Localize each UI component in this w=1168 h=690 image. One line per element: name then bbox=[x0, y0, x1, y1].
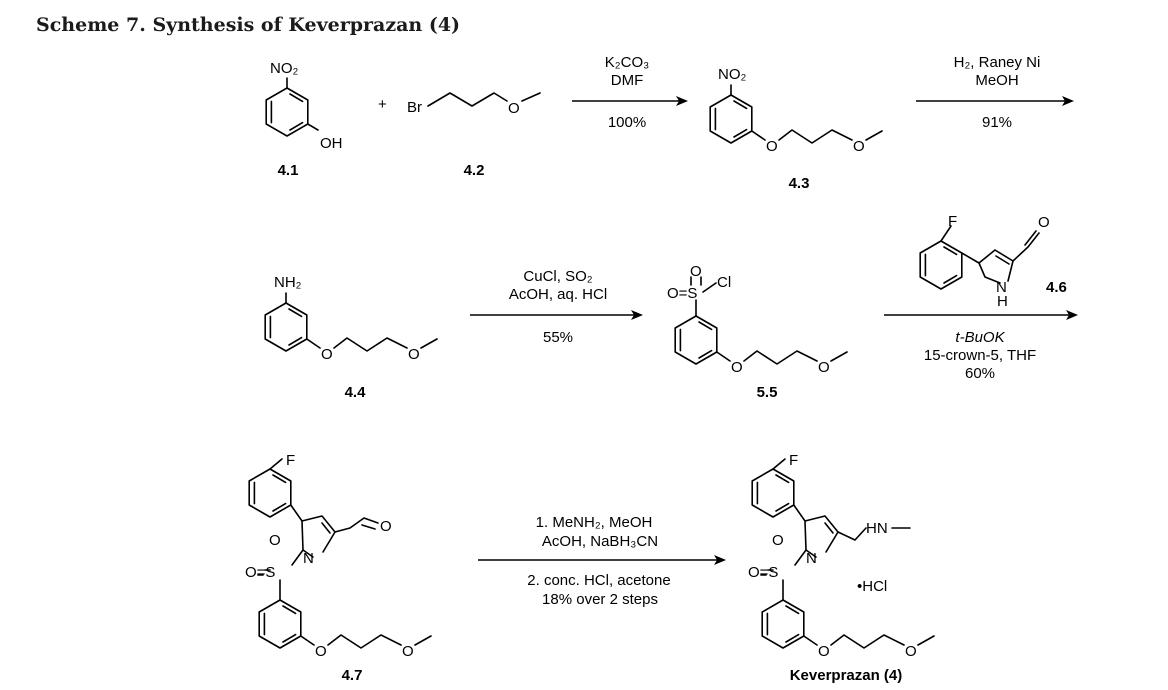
atom-nh: HN bbox=[866, 520, 888, 537]
atom-f: F bbox=[948, 213, 957, 230]
hcl-salt-label: •HCl bbox=[857, 578, 887, 595]
atom-o: O bbox=[402, 643, 414, 660]
atom-o: O bbox=[380, 518, 392, 535]
atom-oh: OH bbox=[320, 135, 343, 152]
atom-nh2: NH₂ bbox=[274, 274, 302, 291]
atom-o: O bbox=[1038, 214, 1050, 231]
condition-solvent: DMF bbox=[611, 72, 644, 89]
atom-o: O bbox=[772, 532, 784, 549]
compound-4-7: F O N O O=S O O 4.7 bbox=[245, 452, 432, 684]
atom-n: N bbox=[806, 550, 817, 567]
compound-4-1: NO₂ OH 4.1 bbox=[265, 60, 343, 179]
reaction-arrow-2: H₂, Raney Ni MeOH 91% bbox=[916, 54, 1074, 131]
compound-4-6: F O N H 4.6 bbox=[919, 213, 1067, 310]
condition-solvent: 15-crown-5, THF bbox=[924, 347, 1036, 364]
condition-yield: 91% bbox=[982, 114, 1012, 131]
compound-label-4-3: 4.3 bbox=[789, 175, 810, 192]
atom-o: O bbox=[408, 346, 420, 363]
compound-label-4-4: 4.4 bbox=[345, 384, 367, 401]
atom-o: O bbox=[818, 643, 830, 660]
condition-step-2: 2. conc. HCl, acetone bbox=[527, 572, 670, 589]
condition-reagent: K₂CO₃ bbox=[605, 54, 649, 71]
condition-yield: 18% over 2 steps bbox=[542, 591, 658, 608]
atom-n: N bbox=[303, 550, 314, 567]
reaction-arrow-4: t-BuOK 15-crown-5, THF 60% bbox=[884, 310, 1078, 382]
atom-o: O bbox=[315, 643, 327, 660]
atom-cl: Cl bbox=[717, 274, 731, 291]
reaction-arrow-3: CuCl, SO₂ AcOH, aq. HCl 55% bbox=[470, 268, 643, 346]
atom-o: O bbox=[731, 359, 743, 376]
scheme-title: Scheme 7. Synthesis of Keverprazan (4) bbox=[36, 14, 461, 36]
atom-o: O bbox=[321, 346, 333, 363]
condition-yield: 100% bbox=[608, 114, 646, 131]
atom-sulfonyl: O=S bbox=[667, 285, 697, 302]
atom-o: O bbox=[269, 532, 281, 549]
plus-sign: + bbox=[378, 96, 387, 113]
condition-solvent: AcOH, aq. HCl bbox=[509, 286, 607, 303]
atom-f: F bbox=[286, 452, 295, 469]
reaction-arrow-5: 1. MeNH₂, MeOH AcOH, NaBH₃CN 2. conc. HC… bbox=[478, 514, 726, 608]
compound-5-5: O O=S Cl O O 5.5 bbox=[667, 263, 848, 401]
atom-sulfonyl: O=S bbox=[748, 564, 778, 581]
condition-reagent: H₂, Raney Ni bbox=[954, 54, 1041, 71]
condition-solvent: MeOH bbox=[975, 72, 1018, 89]
condition-yield: 60% bbox=[965, 365, 995, 382]
atom-o: O bbox=[853, 138, 865, 155]
atom-o: O bbox=[766, 138, 778, 155]
compound-label-4-1: 4.1 bbox=[278, 162, 299, 179]
atom-f: F bbox=[789, 452, 798, 469]
compound-label-4-6: 4.6 bbox=[1046, 279, 1067, 296]
atom-o: O bbox=[818, 359, 830, 376]
compound-label-keverprazan: Keverprazan (4) bbox=[790, 667, 903, 684]
compound-4-4: NH₂ O O 4.4 bbox=[264, 274, 438, 401]
condition-base: t-BuOK bbox=[955, 329, 1005, 346]
atom-no2: NO₂ bbox=[270, 60, 299, 77]
atom-o: O bbox=[905, 643, 917, 660]
compound-4-2: Br O 4.2 bbox=[407, 92, 541, 179]
compound-keverprazan: F HN N O O=S •HCl O O Keverprazan (4) bbox=[748, 452, 935, 684]
atom-sulfonyl: O=S bbox=[245, 564, 275, 581]
condition-reagent: CuCl, SO₂ bbox=[523, 268, 592, 285]
condition-yield: 55% bbox=[543, 329, 573, 346]
compound-label-4-2: 4.2 bbox=[464, 162, 485, 179]
compound-4-3: NO₂ O O 4.3 bbox=[709, 66, 883, 192]
atom-o: O bbox=[690, 263, 702, 280]
atom-br: Br bbox=[407, 99, 422, 116]
atom-h: H bbox=[997, 293, 1008, 310]
atom-n: N bbox=[996, 279, 1007, 296]
compound-label-4-7: 4.7 bbox=[342, 667, 363, 684]
condition-step-1: 1. MeNH₂, MeOH bbox=[536, 514, 653, 531]
condition-step-1-reagents: AcOH, NaBH₃CN bbox=[542, 533, 658, 550]
reaction-arrow-1: K₂CO₃ DMF 100% bbox=[572, 54, 688, 131]
compound-label-5-5: 5.5 bbox=[757, 384, 778, 401]
atom-no2: NO₂ bbox=[718, 66, 747, 83]
atom-o: O bbox=[508, 100, 520, 117]
